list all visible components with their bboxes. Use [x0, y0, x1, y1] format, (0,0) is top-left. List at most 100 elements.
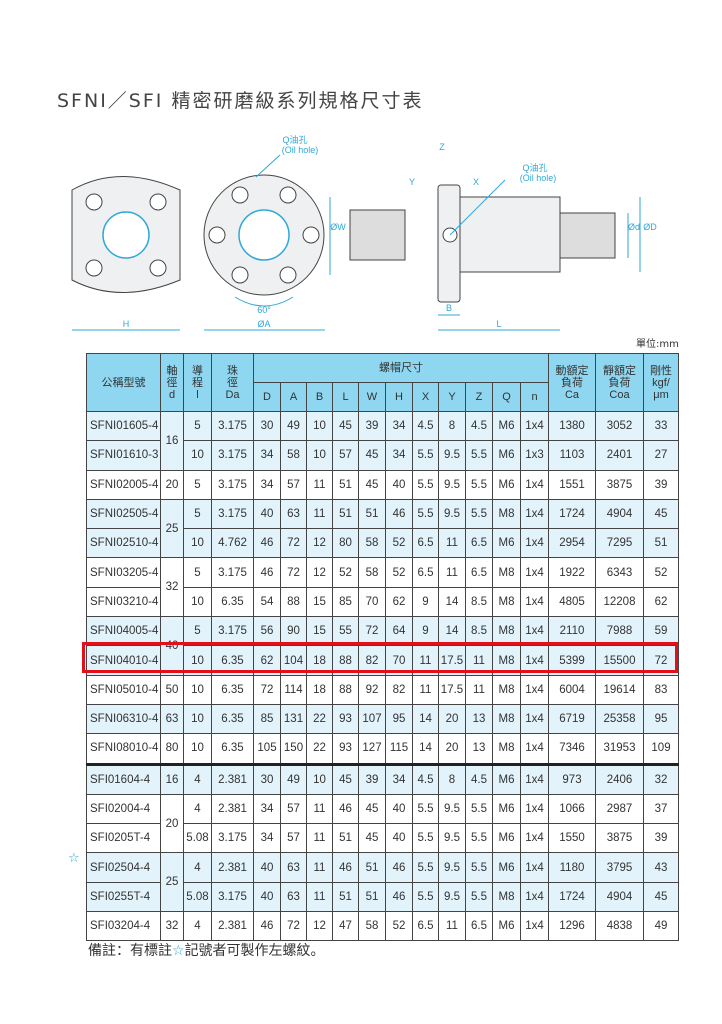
cell-B: 12 — [306, 911, 333, 942]
cell-da: 3.175 — [211, 823, 254, 854]
header-line: 動額定 — [555, 364, 589, 377]
cell-l: 4 — [183, 852, 212, 883]
cell-L: 93 — [332, 733, 359, 765]
cell-Q: M8 — [492, 881, 521, 913]
footnote: 備註：有標註☆記號者可製作左螺紋。 — [88, 940, 325, 960]
cell-l: 4 — [183, 793, 212, 825]
shaft-diameter-cell: 20 — [160, 469, 184, 500]
model-cell: SFNI04005-4 — [86, 616, 161, 647]
cell-L: 57 — [332, 440, 359, 471]
cell-Q: M6 — [492, 911, 521, 942]
header-nut-col: n — [520, 382, 549, 412]
model-cell: SFNI02005-4 — [86, 469, 161, 500]
cell-da: 3.175 — [211, 557, 254, 588]
oil-hole-label: Q油孔 — [282, 134, 307, 145]
cell-k: 109 — [643, 733, 679, 765]
cell-ca: 1296 — [548, 911, 596, 942]
cell-Y: 9.5 — [438, 852, 466, 883]
model-cell: SFI02504-4 — [86, 852, 161, 883]
dim-h: H — [123, 319, 130, 329]
cell-D: 30 — [253, 410, 281, 442]
cell-B: 22 — [306, 733, 333, 765]
cell-da: 6.35 — [211, 733, 254, 765]
cell-k: 33 — [643, 410, 679, 442]
cell-Q: M6 — [492, 440, 521, 471]
dim-w: ØW — [330, 222, 346, 232]
cell-l: 5.08 — [183, 881, 212, 913]
shaft-diameter-cell: 50 — [160, 674, 184, 705]
star-marker: ☆ — [68, 851, 80, 866]
cell-Q: M8 — [492, 703, 521, 735]
cell-Y: 9.5 — [438, 498, 466, 530]
header-line: d — [168, 388, 176, 401]
dim-small-d: Ød — [628, 222, 640, 232]
cell-coa: 25358 — [595, 703, 644, 735]
cell-B: 12 — [306, 557, 333, 588]
cell-A: 57 — [280, 469, 307, 500]
model-cell: SFNI06310-4 — [86, 703, 161, 735]
cell-ca: 1551 — [548, 469, 596, 500]
cell-L: 85 — [332, 586, 359, 618]
cell-da: 2.381 — [211, 911, 254, 942]
cell-A: 57 — [280, 823, 307, 854]
cell-L: 47 — [332, 911, 359, 942]
cell-l: 10 — [183, 528, 212, 559]
cell-n: 1x4 — [520, 703, 549, 735]
cell-da: 2.381 — [211, 852, 254, 883]
cell-H: 52 — [385, 528, 413, 559]
cell-A: 49 — [280, 410, 307, 442]
cell-l: 10 — [183, 440, 212, 471]
cell-da: 6.35 — [211, 586, 254, 618]
cell-Y: 9.5 — [438, 440, 466, 471]
cell-A: 63 — [280, 852, 307, 883]
cell-D: 54 — [253, 586, 281, 618]
header-line: kgf/ — [652, 376, 670, 389]
cell-W: 58 — [358, 911, 386, 942]
cell-D: 85 — [253, 703, 281, 735]
cell-ca: 6004 — [548, 674, 596, 705]
cell-A: 90 — [280, 616, 307, 647]
cell-H: 40 — [385, 823, 413, 854]
cell-Q: M8 — [492, 557, 521, 588]
cell-W: 45 — [358, 793, 386, 825]
shaft-diameter-cell: 32 — [160, 557, 184, 618]
cell-H: 82 — [385, 674, 413, 705]
cell-D: 40 — [253, 852, 281, 883]
dim-l: L — [496, 319, 501, 329]
page-title: SFNI／SFI 精密研磨級系列規格尺寸表 — [57, 90, 424, 112]
model-cell: SFI0255T-4 — [86, 881, 161, 913]
cell-coa: 3875 — [595, 469, 644, 500]
cell-coa: 2406 — [595, 762, 644, 795]
model-cell: SFI01604-4 — [86, 762, 161, 795]
shaft-diameter-cell: 16 — [160, 762, 184, 795]
cell-Z: 5.5 — [465, 793, 493, 825]
cell-da: 2.381 — [211, 793, 254, 825]
header-nut-col: H — [385, 382, 413, 412]
cell-X: 5.5 — [412, 498, 439, 530]
cell-Y: 17.5 — [438, 674, 466, 705]
cell-Z: 5.5 — [465, 852, 493, 883]
cell-Y: 8 — [438, 762, 466, 795]
cell-Q: M6 — [492, 762, 521, 795]
cell-L: 52 — [332, 557, 359, 588]
cell-ca: 973 — [548, 762, 596, 795]
cell-n: 1x4 — [520, 733, 549, 765]
cell-Q: M8 — [492, 616, 521, 647]
cell-D: 30 — [253, 762, 281, 795]
shaft-diameter-cell: 25 — [160, 852, 184, 913]
cell-n: 1x4 — [520, 793, 549, 825]
cell-Q: M6 — [492, 823, 521, 854]
cell-k: 43 — [643, 852, 679, 883]
cell-B: 22 — [306, 703, 333, 735]
cell-Y: 9.5 — [438, 881, 466, 913]
cell-X: 4.5 — [412, 762, 439, 795]
cell-W: 45 — [358, 440, 386, 471]
cell-coa: 4904 — [595, 881, 644, 913]
cell-L: 45 — [332, 410, 359, 442]
cell-D: 46 — [253, 528, 281, 559]
